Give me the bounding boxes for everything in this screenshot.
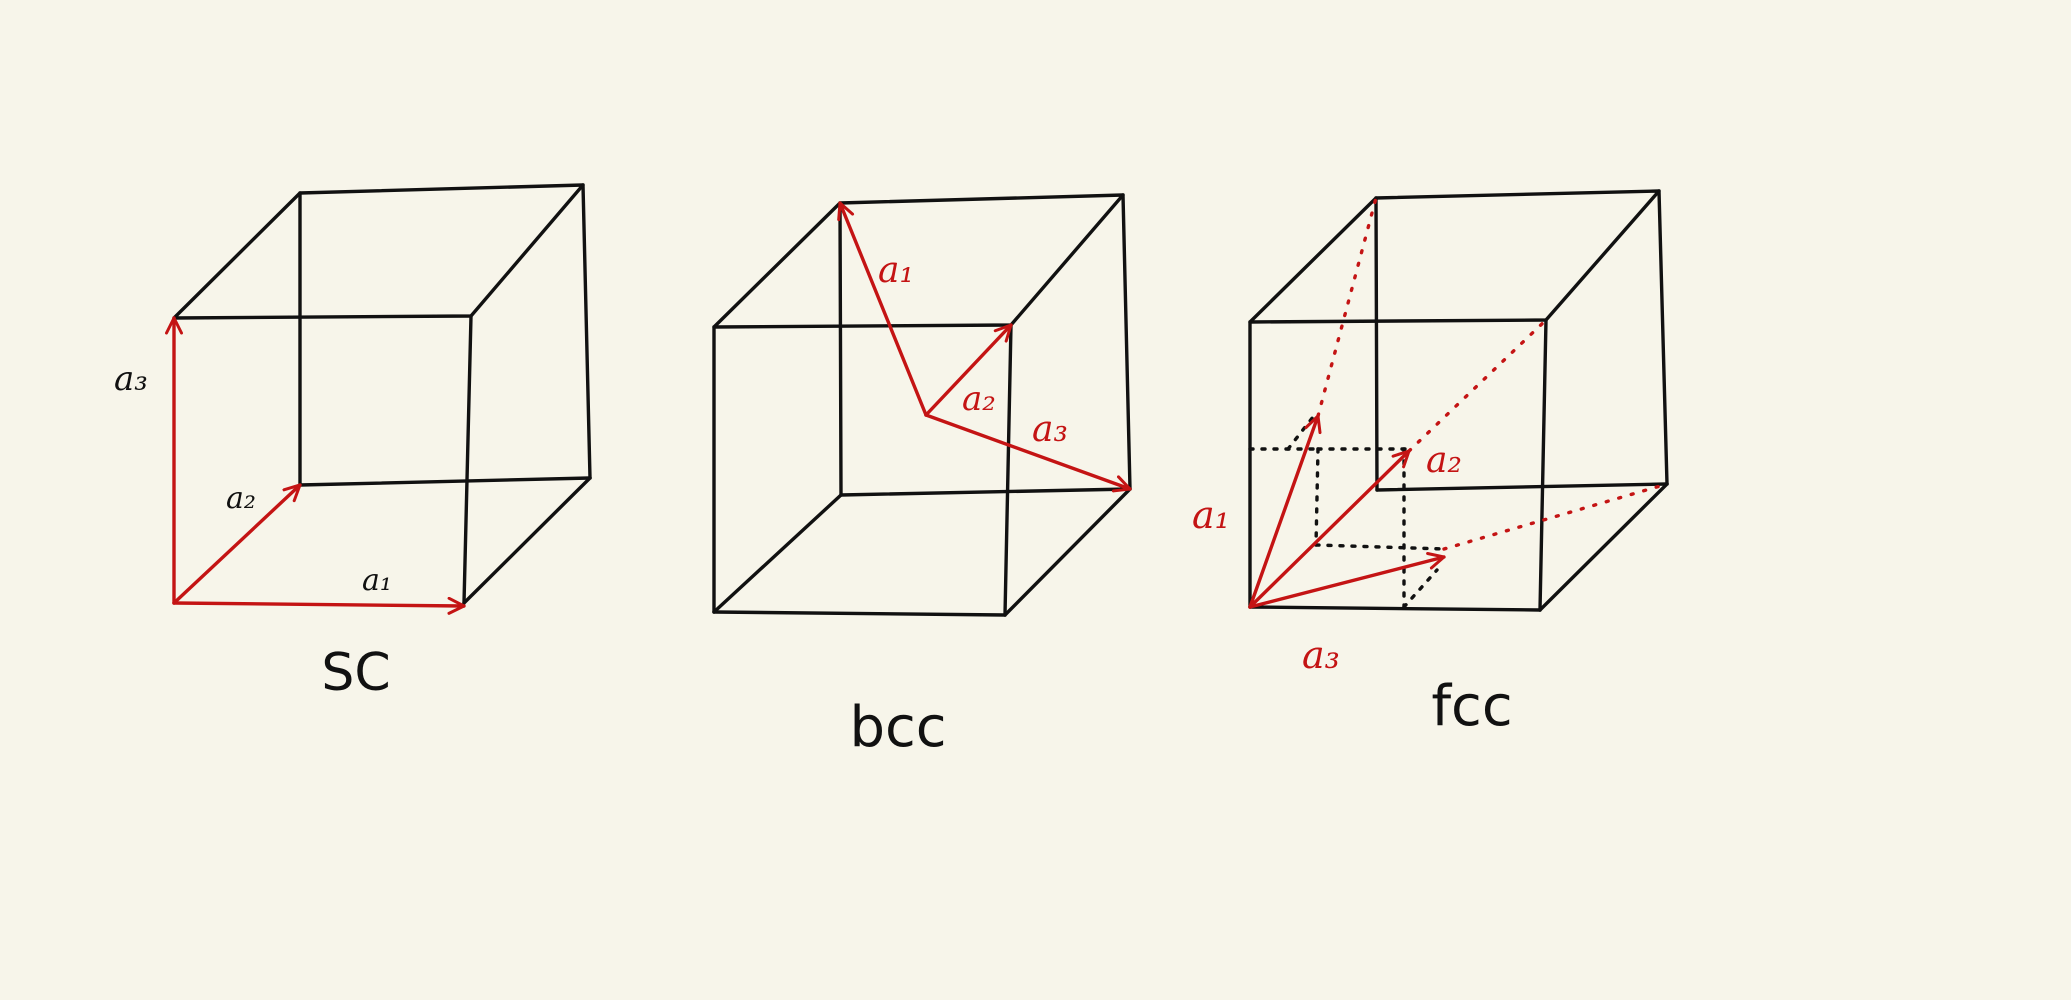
sc-vector-a1 — [172, 596, 466, 615]
fcc-label-a3: a₃ — [1302, 633, 1340, 677]
bcc-vector-a3 — [924, 413, 1132, 493]
fcc-face-diagonals — [1316, 196, 1669, 551]
fcc-vector-a3 — [1248, 551, 1446, 609]
bcc-cube-edges — [712, 193, 1132, 617]
bcc-label-a3: a₃ — [1032, 409, 1068, 450]
sc-label-a2: a₂ — [226, 481, 256, 516]
fcc-primitive-vectors — [1248, 414, 1446, 609]
sc-cube-edges — [172, 183, 592, 605]
fcc-vector-a2 — [1248, 449, 1411, 609]
bcc-cube-diagram: a₁ a₂ a₃ bcc — [712, 193, 1132, 760]
fcc-vector-a1 — [1248, 414, 1322, 609]
bcc-label-a1: a₁ — [878, 250, 914, 291]
fcc-cube-diagram: a₁ a₂ a₃ fcc — [1192, 189, 1669, 739]
sc-caption: SC — [321, 643, 390, 703]
sc-cube-diagram: a₁ a₂ a₃ SC — [114, 183, 592, 703]
fcc-cube-edges — [1248, 189, 1669, 612]
sc-label-a3: a₃ — [114, 359, 148, 399]
bcc-label-a2: a₂ — [962, 379, 996, 419]
sc-primitive-vectors — [165, 316, 466, 615]
fcc-construction-lines — [1248, 415, 1446, 609]
fcc-label-a2: a₂ — [1426, 440, 1462, 481]
bcc-caption: bcc — [849, 695, 946, 760]
sc-vector-a2 — [172, 483, 302, 605]
bcc-primitive-vectors — [837, 201, 1132, 493]
fcc-caption: fcc — [1431, 674, 1512, 739]
bcc-vector-a2 — [924, 323, 1013, 417]
fcc-label-a1: a₁ — [1192, 493, 1230, 537]
bcc-vector-a1 — [837, 201, 928, 417]
sc-label-a1: a₁ — [362, 563, 392, 598]
